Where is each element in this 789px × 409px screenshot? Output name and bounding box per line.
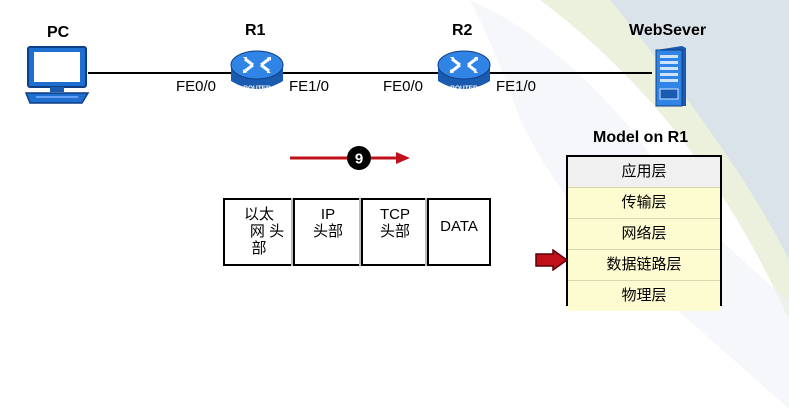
packet-field-line: 头部 [312, 223, 343, 240]
layer-data-link: 数据链路层 [568, 250, 720, 281]
packet-field-line: DATA [440, 218, 478, 235]
router-r1-badge: ROUTER [243, 85, 271, 92]
step-number-badge: 9 [347, 146, 371, 170]
model-stack: 应用层 传输层 网络层 数据链路层 物理层 [566, 155, 722, 311]
r1-port-right: FE1/0 [289, 78, 330, 95]
layer-transport: 传输层 [568, 188, 720, 219]
server-icon [655, 46, 686, 107]
router-r2-icon: ROUTER [437, 50, 491, 92]
server-label: WebSever [629, 22, 707, 39]
packet-field-line: TCP [380, 206, 410, 223]
packet-separator [425, 198, 427, 266]
r2-port-left: FE0/0 [383, 78, 424, 95]
direction-arrow [290, 152, 410, 164]
pc-label: PC [47, 24, 70, 41]
link-r2-server [490, 72, 652, 74]
r1-label: R1 [245, 22, 266, 39]
packet-field-ip-header: IP 头部 [293, 198, 361, 266]
layer-network: 网络层 [568, 219, 720, 250]
model-title: Model on R1 [593, 129, 689, 146]
layer-application: 应用层 [568, 157, 720, 188]
router-r2-badge: ROUTER [450, 85, 478, 92]
packet-separator [291, 198, 293, 266]
link-pc-r1 [88, 72, 233, 74]
r2-port-right: FE1/0 [496, 78, 537, 95]
pc-icon [24, 46, 90, 104]
packet-field-line: 部 [251, 240, 267, 257]
packet-field-line: 头部 [379, 223, 410, 240]
current-layer-arrow-icon [535, 249, 569, 271]
packet-field-line: IP [320, 206, 336, 223]
step-number-text: 9 [355, 151, 363, 168]
packet-field-line: 网 头 [249, 223, 285, 240]
layer-physical: 物理层 [568, 281, 720, 311]
packet-field-data: DATA [427, 198, 491, 266]
router-r1-icon: ROUTER [230, 50, 284, 92]
link-r1-r2 [283, 72, 438, 74]
packet-field-tcp-header: TCP 头部 [361, 198, 427, 266]
packet-field-line: 以太 [243, 206, 274, 223]
r1-port-left: FE0/0 [176, 78, 217, 95]
r2-label: R2 [452, 22, 473, 39]
packet-separator [359, 198, 361, 266]
packet-field-ethernet-header: 以太 网 头 部 [223, 198, 293, 266]
